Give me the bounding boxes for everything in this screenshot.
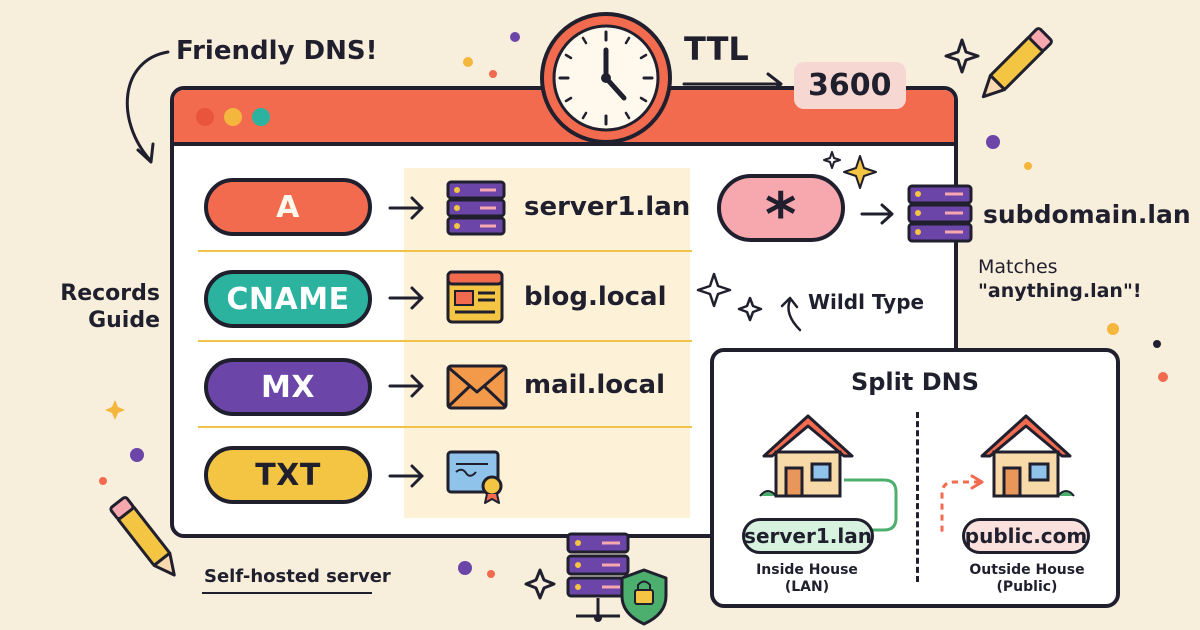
page-title: Friendly DNS! <box>176 36 378 66</box>
records-guide-label: Records Guide <box>60 281 160 333</box>
wildcard-type-label: Wildl Type <box>808 290 925 314</box>
record-target-mx: mail.local <box>524 370 665 400</box>
record-target-cname: blog.local <box>524 282 667 312</box>
server-icon <box>907 184 973 243</box>
inside-caption: Inside House (LAN) <box>756 562 858 595</box>
split-divider <box>916 412 919 582</box>
confetti-dot <box>130 448 144 462</box>
sparkle-icon <box>843 155 877 189</box>
wildcard-record: * <box>717 174 845 245</box>
window-maximize-dot <box>252 108 270 126</box>
sparkle-group <box>696 151 877 332</box>
record-target-a: server1.lan <box>524 192 691 222</box>
envelope-icon <box>446 364 508 410</box>
arrow-icon <box>388 286 424 310</box>
record-type-a: A <box>204 178 372 236</box>
confetti-dot <box>510 32 520 42</box>
server-icon <box>446 180 506 236</box>
window-close-dot <box>196 108 214 126</box>
sparkle-icon <box>737 296 763 322</box>
lock-shield-icon <box>620 568 668 626</box>
house-icon <box>980 414 1075 498</box>
confetti-dot <box>458 561 472 575</box>
curved-arrow-icon <box>787 298 802 332</box>
sparkle-icon <box>823 151 841 169</box>
house-icon <box>759 414 854 498</box>
self-hosted-label: Self-hosted server <box>204 566 391 587</box>
ttl-label: TTL <box>684 30 749 68</box>
sparkle-icon <box>944 38 980 74</box>
certificate-icon <box>446 450 503 504</box>
arrow-icon <box>388 196 424 220</box>
inside-chip: server1.lan <box>742 518 874 554</box>
wildcard-note: Matches "anything.lan"! <box>978 256 1142 302</box>
clock-icon <box>540 12 672 144</box>
curved-arrow-icon <box>125 50 170 162</box>
confetti-dot <box>99 477 107 485</box>
outside-caption: Outside House (Public) <box>969 562 1085 595</box>
confetti-dot <box>1153 340 1161 348</box>
confetti-dot <box>1024 162 1032 170</box>
window-minimize-dot <box>224 108 242 126</box>
record-type-cname: CNAME <box>204 270 372 328</box>
confetti-dot <box>463 57 473 67</box>
split-dns-panel: Split DNS server1.lan Inside House (LAN)… <box>710 348 1120 608</box>
confetti-dot <box>1107 323 1119 335</box>
confetti-dot <box>489 70 497 78</box>
pencil-icon <box>109 496 176 577</box>
arrow-icon <box>388 374 424 398</box>
confetti-dot <box>487 570 495 578</box>
outside-route <box>940 474 984 534</box>
outside-chip: public.com <box>962 518 1090 554</box>
confetti-dot <box>1158 372 1168 382</box>
secure-server-icon <box>566 532 668 626</box>
webpage-icon <box>446 270 504 324</box>
split-dns-title: Split DNS <box>850 368 980 396</box>
sparkle-icon <box>524 568 556 600</box>
record-type-mx: MX <box>204 358 372 416</box>
inside-route <box>844 478 898 532</box>
arrow-icon <box>860 203 894 225</box>
pencil-icon <box>981 27 1053 99</box>
record-type-txt: TXT <box>204 446 372 504</box>
arrow-icon <box>388 464 424 488</box>
wildcard-target: subdomain.lan <box>983 200 1191 229</box>
record-arrows <box>388 196 424 488</box>
sparkle-icon <box>105 400 125 420</box>
sparkle-icon <box>696 272 732 308</box>
ttl-value: 3600 <box>794 62 906 109</box>
confetti-dot <box>986 135 1000 149</box>
wildcard-arrow <box>860 203 894 225</box>
